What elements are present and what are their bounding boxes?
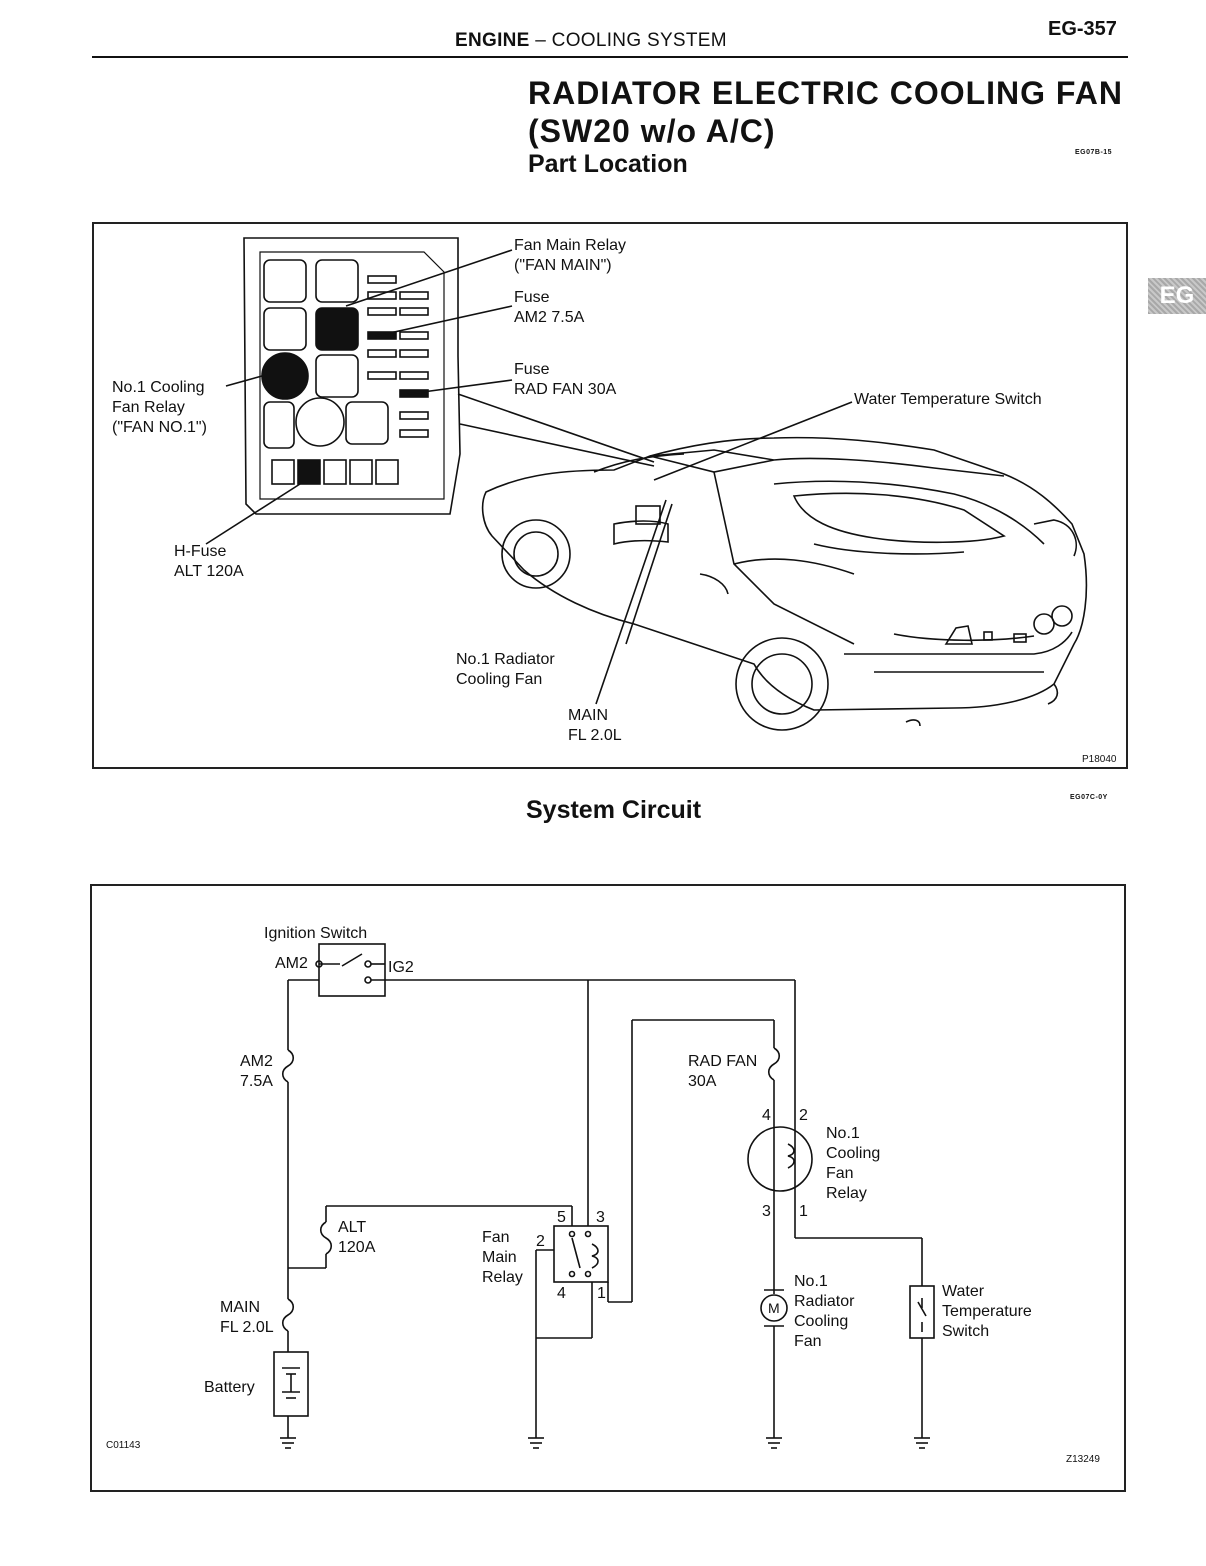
label-fan-main-relay-1: Fan Main Relay [514,237,626,254]
label-main-1: MAIN [220,1299,260,1316]
pin-fan-relay-4: 4 [557,1285,566,1302]
main-fuse-symbol [281,1298,295,1332]
label-rad-fan-2: Radiator [794,1293,855,1310]
label-rad-fan-1: No.1 Radiator [456,651,555,668]
label-ig2-terminal: IG2 [388,959,414,976]
title-code: EG07B-15 [1075,149,1113,156]
system-circuit-heading: System Circuit [526,796,702,824]
page-number: EG-357 [1048,18,1117,40]
label-am2-fuse-1: AM2 [240,1053,273,1070]
label-motor-symbol: M [768,1300,780,1316]
label-wts-2: Temperature [942,1303,1032,1320]
page-title: RADIATOR ELECTRIC COOLING FAN (SW20 w/o … [528,74,1123,150]
label-fan-main-relay-1: Fan [482,1229,510,1246]
label-ignition-switch: Ignition Switch [264,925,367,942]
label-rad-fan-4: Fan [794,1333,822,1350]
label-main-fl-2: FL 2.0L [568,727,622,744]
radiator-fan-motor-symbol [760,1294,788,1322]
label-hfuse-2: ALT 120A [174,563,244,580]
label-am2-fuse-2: 7.5A [240,1073,273,1090]
rad-fan-fuse-symbol [767,1047,781,1081]
system-circuit-diagram: Ignition Switch AM2 IG2 AM2 7.5A ALT 120… [106,925,1100,1465]
pin-fan-relay-5: 5 [557,1209,566,1226]
label-fuse-am2-1: Fuse [514,289,550,306]
label-cooling-relay-4: Relay [826,1185,867,1202]
header-section-bold: ENGINE [455,30,530,51]
label-rad-fan-1: No.1 [794,1273,828,1290]
page-title-line2: (SW20 w/o A/C) [528,113,776,149]
label-hfuse-1: H-Fuse [174,543,227,560]
battery-symbol [273,1351,309,1417]
ignition-switch-box [318,943,386,997]
label-alt-2: 120A [338,1239,376,1256]
figure-code-c01143: C01143 [106,1440,141,1451]
label-fan-main-relay-3: Relay [482,1269,523,1286]
label-cooling-relay-2: Fan Relay [112,399,185,416]
section-tab-eg[interactable]: EG [1148,278,1206,314]
page-header-section: ENGINE – COOLING SYSTEM [455,30,727,52]
page-title-line1: RADIATOR ELECTRIC COOLING FAN [528,75,1123,111]
car-illustration [481,436,1088,731]
figure-code-z13249: Z13249 [1066,1454,1100,1465]
pin-cooling-relay-2: 2 [799,1107,808,1124]
label-cooling-relay-1: No.1 [826,1125,860,1142]
label-rad-fan-fuse-2: 30A [688,1073,717,1090]
label-main-2: FL 2.0L [220,1319,274,1336]
header-rule [92,56,1128,58]
label-cooling-relay-3: ("FAN NO.1") [112,419,207,436]
label-wts-3: Switch [942,1323,989,1340]
pin-cooling-relay-4: 4 [762,1107,771,1124]
label-fuse-rad-2: RAD FAN 30A [514,381,617,398]
label-fan-main-relay-2: Main [482,1249,517,1266]
label-rad-fan-3: Cooling [794,1313,848,1330]
part-location-figure: Fan Main Relay ("FAN MAIN") Fuse AM2 7.5… [92,222,1128,769]
label-alt-1: ALT [338,1219,366,1236]
cooling-fan-relay-marker [261,352,309,400]
label-main-fl-1: MAIN [568,707,608,724]
part-location-diagram: Fan Main Relay ("FAN MAIN") Fuse AM2 7.5… [112,237,1117,765]
cooling-fan-relay-symbol [747,1126,813,1192]
label-cooling-relay-1: No.1 Cooling [112,379,205,396]
label-fan-main-relay-2: ("FAN MAIN") [514,257,612,274]
header-section-rest: – COOLING SYSTEM [529,30,727,51]
am2-fuse-symbol [281,1049,295,1083]
pin-fan-relay-3: 3 [596,1209,605,1226]
label-cooling-relay-3: Fan [826,1165,854,1182]
label-rad-fan-2: Cooling Fan [456,671,542,688]
pin-cooling-relay-1: 1 [799,1203,808,1220]
relay-block-outline [243,237,461,515]
label-battery: Battery [204,1379,255,1396]
pin-cooling-relay-3: 3 [762,1203,771,1220]
label-fuse-am2-2: AM2 7.5A [514,309,585,326]
system-circuit-code: EG07C-0Y [1070,794,1108,801]
label-wts-1: Water [942,1283,985,1300]
label-water-temp-switch: Water Temperature Switch [854,391,1042,408]
pin-fan-relay-2: 2 [536,1233,545,1250]
system-circuit-figure: Ignition Switch AM2 IG2 AM2 7.5A ALT 120… [90,884,1126,1492]
fan-main-relay-box [553,1225,609,1283]
pin-fan-relay-1: 1 [597,1285,606,1302]
label-fuse-rad-1: Fuse [514,361,550,378]
label-am2-terminal: AM2 [275,955,308,972]
part-location-heading: Part Location [528,150,688,178]
label-cooling-relay-2: Cooling [826,1145,880,1162]
figure-code-p18040: P18040 [1082,754,1117,765]
label-rad-fan-fuse-1: RAD FAN [688,1053,757,1070]
alt-fuse-symbol [319,1221,333,1255]
